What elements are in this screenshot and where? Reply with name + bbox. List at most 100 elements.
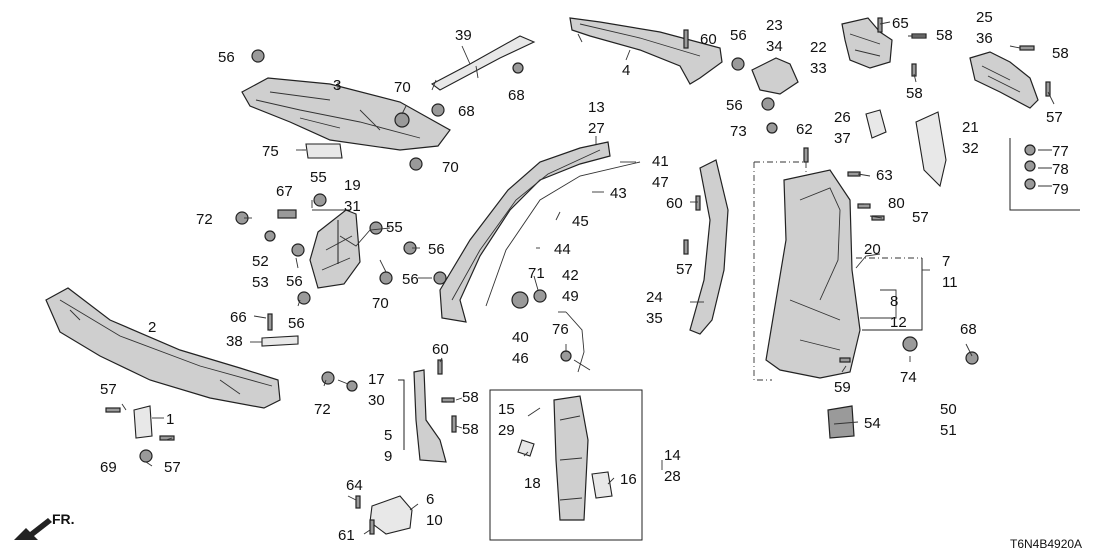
part-14-inner-assembly [517,395,613,521]
callout-77: 77 [1052,143,1069,160]
part-23-bracket [751,57,799,95]
part-26-block [865,109,887,139]
part-21-gusset [915,111,947,188]
callout-1: 1 [166,411,174,428]
callout-60: 60 [700,31,717,48]
callout-18: 18 [524,475,541,492]
part-38-plate [261,335,299,347]
callout-63: 63 [876,167,893,184]
callout-56: 56 [730,27,747,44]
callout-80: 80 [888,195,905,212]
callout-39: 39 [455,27,472,44]
callout-70: 70 [372,295,389,312]
callout-78: 78 [1052,161,1069,178]
callout-2: 2 [148,319,156,336]
callout-72: 72 [196,211,213,228]
front-direction-indicator: FR. [14,511,75,540]
callout-44: 44 [554,241,571,258]
callout-64: 64 [346,477,363,494]
part-7-b-pillar [765,169,861,379]
part-4-roof-rail [569,17,723,85]
callout-68: 68 [508,87,525,104]
callout-16: 16 [620,471,637,488]
callout-74: 74 [900,369,917,386]
callout-73: 73 [730,123,747,140]
callout-45: 45 [572,213,589,230]
callout-71: 71 [528,265,545,282]
callout-60: 60 [432,341,449,358]
callout-58: 58 [1052,45,1069,62]
callout-62: 62 [796,121,813,138]
front-label: FR. [52,511,75,527]
callout-57: 57 [100,381,117,398]
callout-56: 56 [218,49,235,66]
callout-60: 60 [666,195,683,212]
callout-38: 38 [226,333,243,350]
callout-55: 55 [310,169,327,186]
diagram-code: T6N4B4920A [1010,537,1082,551]
part-5-pillar-bracket [413,369,447,463]
callout-55: 55 [386,219,403,236]
callout-58: 58 [936,27,953,44]
callout-57: 57 [1046,109,1063,126]
callout-58: 58 [906,85,923,102]
callout-59: 59 [834,379,851,396]
callout-76: 76 [552,321,569,338]
callout-56: 56 [288,315,305,332]
callout-61: 61 [338,527,355,544]
part-41-weatherstrip [485,161,641,307]
callout-56: 56 [286,273,303,290]
front-arrow-icon [14,518,52,540]
part-39-rail-bracket [430,35,536,91]
callout-72: 72 [314,401,331,418]
callout-4: 4 [622,62,630,79]
part-25-bracket [969,51,1039,109]
callout-79: 79 [1052,181,1069,198]
callout-56: 56 [726,97,743,114]
callout-43: 43 [610,185,627,202]
callout-66: 66 [230,309,247,326]
callout-58: 58 [462,389,479,406]
callout-69: 69 [100,459,117,476]
callout-75: 75 [262,143,279,160]
callout-56: 56 [402,271,419,288]
callout-70: 70 [394,79,411,96]
callout-54: 54 [864,415,881,432]
detail-box-14-28 [489,389,643,541]
callout-58: 58 [462,421,479,438]
callout-68: 68 [960,321,977,338]
part-24-pillar-strip [689,159,729,335]
leader-lines [121,21,1055,535]
callout-20: 20 [864,241,881,258]
callout-57: 57 [912,209,929,226]
part-6-bracket [369,495,413,535]
part-22-hinge-bracket [841,17,893,69]
callout-57: 57 [676,261,693,278]
part-54-clip [827,405,855,439]
part-13-a-pillar-inner [439,141,611,323]
callout-56: 56 [428,241,445,258]
callout-70: 70 [442,159,459,176]
callout-3: 3 [333,77,341,94]
callout-68: 68 [458,103,475,120]
callout-67: 67 [276,183,293,200]
part-42-cable [565,311,591,373]
